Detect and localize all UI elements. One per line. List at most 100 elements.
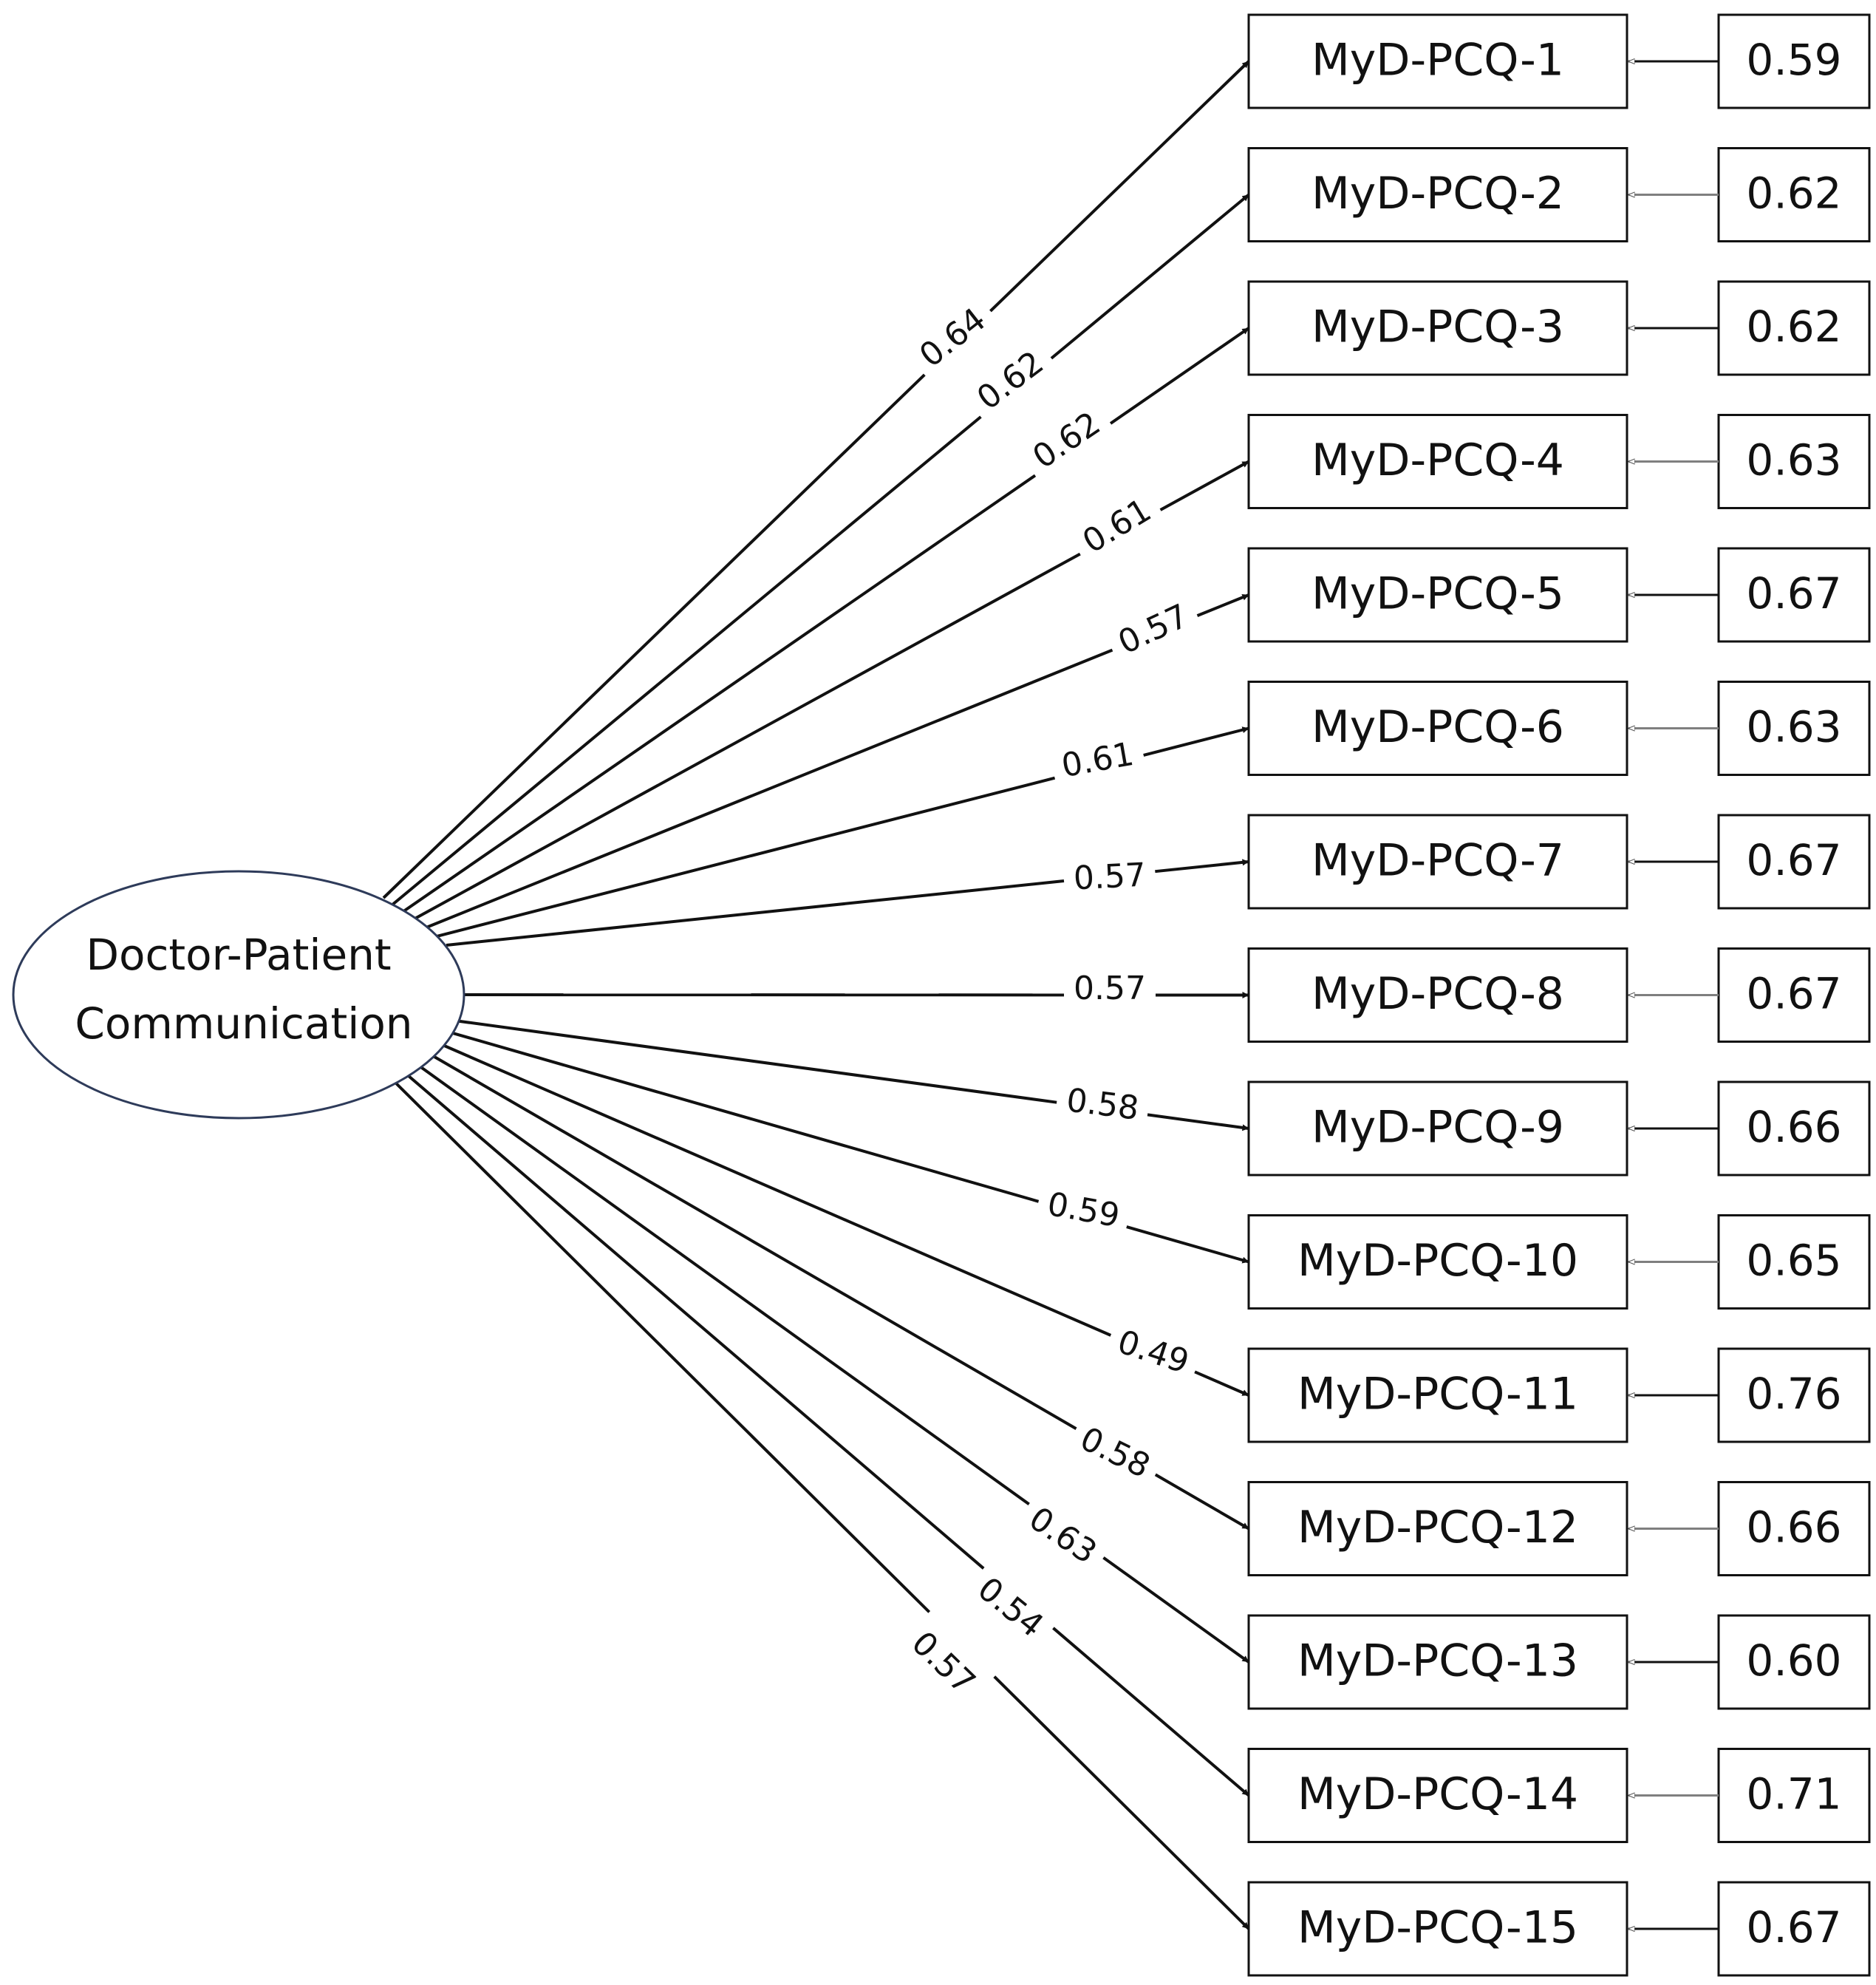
indicator-box-2 (1247, 147, 1628, 242)
indicator-label-5: MyD-PCQ-5 (1312, 568, 1564, 620)
indicator-label-15: MyD-PCQ-15 (1297, 1902, 1578, 1954)
loading-label-12: 0.58 (1074, 1420, 1156, 1485)
error-label-11: 0.76 (1746, 1369, 1841, 1419)
loading-label-11: 0.49 (1113, 1323, 1193, 1381)
indicator-box-12 (1247, 1481, 1628, 1576)
error-label-5: 0.67 (1746, 568, 1841, 619)
loading-path-13-start (402, 1053, 1030, 1506)
loading-path-9-start (448, 1018, 1057, 1104)
error-label-15: 0.67 (1746, 1902, 1841, 1952)
indicator-box-7 (1247, 814, 1628, 910)
loading-path-11-start (425, 1036, 1112, 1337)
error-label-1: 0.59 (1746, 35, 1841, 85)
indicator-label-11: MyD-PCQ-11 (1297, 1369, 1578, 1420)
loading-path-2-start (390, 415, 982, 907)
error-box-11 (1717, 1347, 1871, 1443)
error-box-1 (1717, 13, 1871, 109)
loading-arrow-1 (989, 60, 1250, 313)
loading-path-1-start (382, 373, 926, 899)
latent-label-line2: Communication (75, 998, 412, 1049)
loading-paths: 0.640.620.620.610.570.610.570.570.580.59… (381, 60, 1250, 1930)
indicator-label-1: MyD-PCQ-1 (1312, 35, 1564, 86)
loading-arrow-9 (1147, 1113, 1249, 1131)
loading-arrow-10 (1126, 1225, 1249, 1264)
error-box-5 (1717, 547, 1871, 643)
error-box-9 (1717, 1080, 1871, 1177)
error-label-4: 0.63 (1746, 435, 1841, 486)
latent-label-line1: Doctor-Patient (86, 930, 391, 980)
loading-label-8: 0.57 (1074, 970, 1146, 1007)
latent-factor: Doctor-Patient Communication (12, 870, 465, 1120)
loading-path-12-start (414, 1044, 1077, 1430)
loading-path-4-start (410, 552, 1081, 922)
error-box-6 (1717, 681, 1871, 776)
loading-path-10-start (437, 1027, 1040, 1203)
indicator-label-7: MyD-PCQ-7 (1312, 835, 1564, 887)
loading-arrow-2 (1050, 193, 1250, 360)
error-label-10: 0.65 (1746, 1236, 1841, 1286)
loading-path-5-start (422, 648, 1113, 930)
indicator-box-13 (1247, 1614, 1628, 1710)
indicator-label-12: MyD-PCQ-12 (1297, 1502, 1578, 1553)
loading-label-13: 0.63 (1023, 1499, 1104, 1571)
loading-label-5: 0.57 (1113, 597, 1194, 662)
loading-arrow-3 (1109, 327, 1250, 425)
indicator-box-14 (1247, 1748, 1628, 1843)
indicator-label-3: MyD-PCQ-3 (1312, 302, 1564, 353)
error-box-4 (1717, 414, 1871, 509)
loading-label-2: 0.62 (970, 344, 1051, 418)
error-box-7 (1717, 814, 1871, 910)
indicator-label-13: MyD-PCQ-13 (1297, 1635, 1578, 1687)
indicator-label-2: MyD-PCQ-2 (1312, 168, 1564, 219)
error-box-10 (1717, 1214, 1871, 1310)
indicator-label-9: MyD-PCQ-9 (1312, 1102, 1564, 1154)
error-label-6: 0.63 (1746, 702, 1841, 752)
error-label-13: 0.60 (1746, 1635, 1841, 1686)
loading-arrow-5 (1196, 593, 1249, 617)
error-label-14: 0.71 (1746, 1769, 1841, 1819)
loading-arrow-4 (1159, 460, 1249, 511)
loading-label-7: 0.57 (1073, 856, 1147, 897)
loading-path-14-start (392, 1061, 985, 1570)
loading-arrow-14 (1052, 1627, 1250, 1797)
loading-label-1: 0.64 (913, 301, 993, 375)
error-label-2: 0.62 (1746, 168, 1841, 219)
indicator-label-4: MyD-PCQ-4 (1312, 435, 1564, 486)
indicator-box-1 (1247, 13, 1628, 109)
loading-arrow-11 (1194, 1370, 1249, 1397)
loading-path-15-start (381, 1069, 931, 1613)
loading-label-9: 0.58 (1065, 1081, 1141, 1128)
error-box-15 (1717, 1881, 1871, 1977)
loading-arrow-7 (1155, 859, 1249, 874)
loading-path-7-start (446, 879, 1065, 947)
loading-label-15: 0.57 (904, 1624, 983, 1702)
error-box-8 (1717, 947, 1871, 1043)
loading-arrow-15 (993, 1675, 1250, 1930)
error-box-14 (1717, 1748, 1871, 1843)
error-label-12: 0.66 (1746, 1502, 1841, 1553)
error-box-12 (1717, 1481, 1871, 1576)
indicator-box-15 (1247, 1881, 1628, 1977)
loading-path-6-start (433, 776, 1056, 939)
error-label-7: 0.67 (1746, 835, 1841, 885)
indicator-box-11 (1247, 1347, 1628, 1443)
indicator-box-8 (1247, 947, 1628, 1043)
loading-label-3: 0.62 (1026, 404, 1108, 476)
indicator-label-6: MyD-PCQ-6 (1312, 701, 1564, 753)
loading-label-4: 0.61 (1077, 491, 1158, 561)
indicator-label-8: MyD-PCQ-8 (1312, 968, 1564, 1020)
error-box-2 (1717, 147, 1871, 242)
indicator-label-14: MyD-PCQ-14 (1297, 1768, 1578, 1820)
loading-label-6: 0.61 (1059, 735, 1136, 785)
error-label-3: 0.62 (1746, 302, 1841, 352)
indicator-box-5 (1247, 547, 1628, 643)
indicator-box-6 (1247, 681, 1628, 776)
error-box-13 (1717, 1614, 1871, 1710)
error-label-8: 0.67 (1746, 969, 1841, 1019)
indicator-label-10: MyD-PCQ-10 (1297, 1235, 1578, 1287)
loading-label-14: 0.54 (970, 1570, 1050, 1644)
loading-label-10: 0.59 (1045, 1185, 1122, 1235)
